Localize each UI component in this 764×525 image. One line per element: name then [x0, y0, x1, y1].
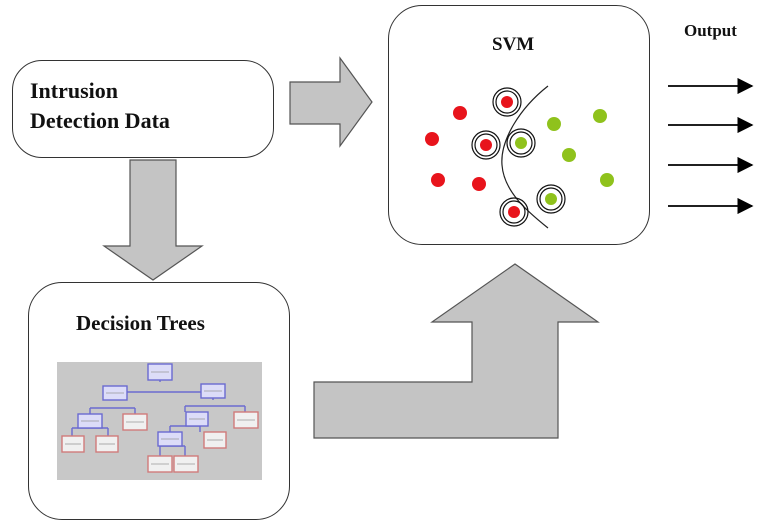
input-data-label-line2: Detection Data: [30, 108, 170, 133]
red-point: [425, 132, 439, 146]
output-label: Output: [684, 21, 737, 40]
red-point-support-vector: [501, 96, 513, 108]
green-point: [593, 109, 607, 123]
svm-title: SVM: [492, 34, 535, 55]
block-arrow-to-svm: [289, 56, 373, 148]
red-point-support-vector: [508, 206, 520, 218]
decision-tree-thumbnail: [57, 362, 262, 480]
green-point-support-vector: [515, 137, 527, 149]
decision-trees-title: Decision Trees: [76, 311, 205, 335]
green-point: [600, 173, 614, 187]
block-arrow-trees-to-svm: [313, 263, 600, 439]
green-point: [562, 148, 576, 162]
red-point: [472, 177, 486, 191]
green-point-support-vector: [545, 193, 557, 205]
support-vector-rings: [471, 87, 566, 227]
red-point: [431, 173, 445, 187]
svm-decision-boundary: [501, 85, 549, 229]
svm-points-class-a: [425, 96, 520, 218]
svm-box: [388, 5, 650, 245]
block-arrow-to-decision-trees: [102, 159, 204, 281]
svm-points-class-b: [515, 109, 614, 205]
red-point: [453, 106, 467, 120]
input-data-box: [12, 60, 274, 158]
input-data-label-line1: Intrusion: [30, 78, 119, 103]
green-point: [547, 117, 561, 131]
red-point-support-vector: [480, 139, 492, 151]
